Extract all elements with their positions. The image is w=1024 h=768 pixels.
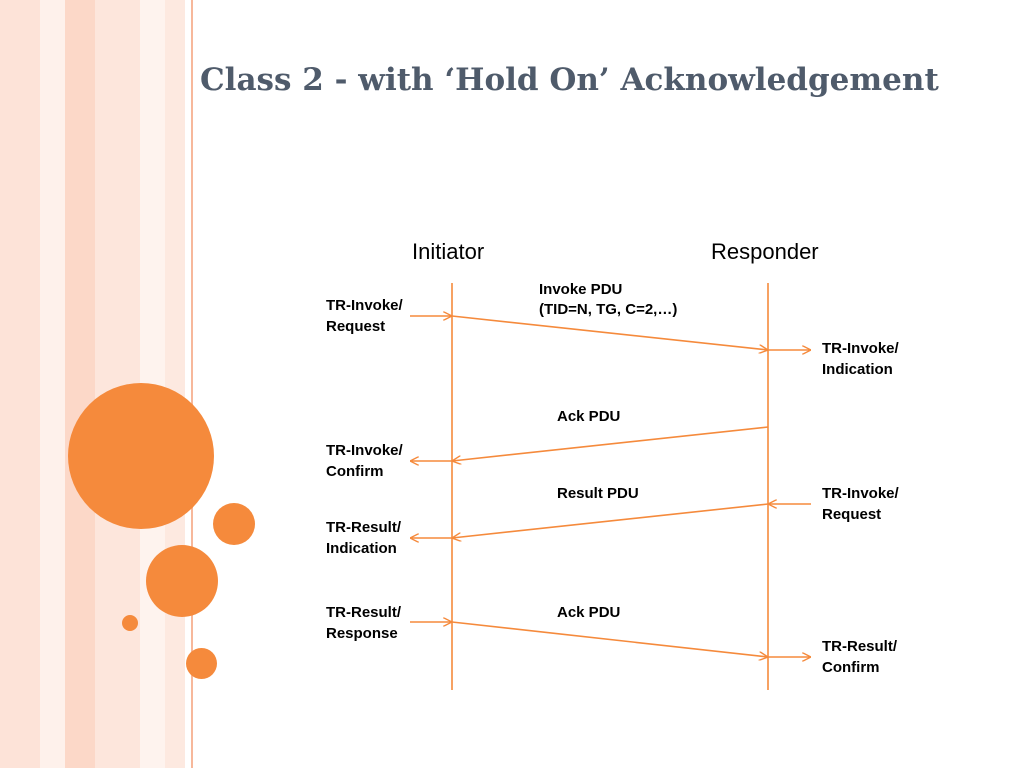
decor-stripe	[40, 0, 65, 768]
initiator-invoke-confirm-label: TR-Invoke/ Confirm	[326, 442, 403, 480]
result-pdu-arrow	[452, 503, 769, 538]
decor-circle-small	[186, 648, 217, 679]
ack-pdu-1-label: Ack PDU	[557, 408, 621, 425]
responder-invoke-indication-label: TR-Invoke/ Indication	[822, 340, 899, 378]
decor-stripe	[0, 0, 40, 768]
invoke-pdu-arrow	[451, 315, 768, 350]
decor-circle-large	[68, 383, 214, 529]
decor-divider	[191, 0, 193, 768]
responder-invoke-request-label: TR-Invoke/ Request	[822, 485, 899, 523]
slide-title: Class 2 - with ‘Hold On’ Acknowledgement	[200, 62, 939, 98]
ack-pdu-2-label: Ack PDU	[557, 604, 621, 621]
ack-pdu-2-arrow	[451, 621, 768, 657]
ack-pdu-1-arrow	[452, 426, 769, 461]
initiator-invoke-request-label: TR-Invoke/ Request	[326, 297, 403, 335]
initiator-result-response-label: TR-Result/ Response	[326, 604, 401, 642]
decor-circle-small	[213, 503, 255, 545]
decor-circle-medium	[146, 545, 218, 617]
initiator-label: Initiator	[412, 239, 485, 264]
responder-label: Responder	[711, 239, 819, 264]
responder-result-confirm-label: TR-Result/ Confirm	[822, 638, 897, 676]
initiator-result-indication-label: TR-Result/ Indication	[326, 519, 401, 557]
result-pdu-label: Result PDU	[557, 485, 639, 502]
decor-stripe	[65, 0, 95, 768]
invoke-pdu-label: Invoke PDU (TID=N, TG, C=2,…)	[539, 281, 678, 318]
decor-circle-tiny	[122, 615, 138, 631]
